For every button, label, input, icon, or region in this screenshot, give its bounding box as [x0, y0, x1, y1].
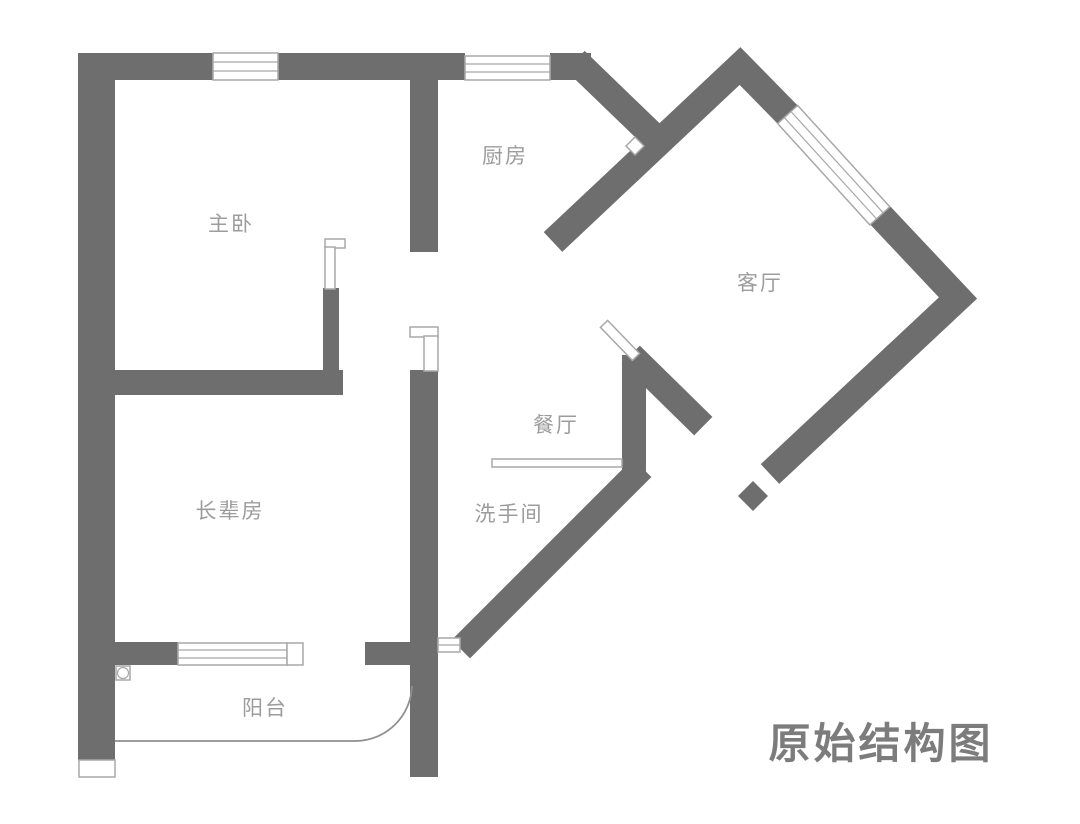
door-frames — [115, 135, 646, 681]
dining-counter-line — [491, 458, 623, 468]
elder-room-bottom-wall-left — [115, 642, 178, 665]
bathroom-diagonal-wall — [451, 458, 652, 659]
living-room-window — [776, 104, 891, 226]
master-bedroom-window — [212, 52, 279, 81]
entry-diagonal-wall — [565, 50, 663, 146]
master-bedroom-right-wall — [323, 288, 339, 372]
master-bedroom-bottom-wall — [115, 370, 343, 395]
room-label-bathroom: 洗手间 — [475, 502, 544, 526]
dining-living-divider-arm — [621, 345, 713, 436]
living-room-wall-end-stub — [738, 481, 768, 511]
room-label-balcony: 阳台 — [242, 696, 288, 720]
central-vertical-wall — [410, 370, 438, 777]
elder-room-bottom-wall-right — [365, 642, 412, 665]
plan-title: 原始结构图 — [768, 719, 993, 768]
left-wall-end-notch — [78, 759, 116, 778]
windows — [212, 52, 891, 226]
room-label-dining-room: 餐厅 — [533, 413, 579, 437]
dining-door-leaf — [599, 319, 641, 362]
balcony-door-pivot-icon — [115, 665, 131, 681]
elder-room-window-end-box — [286, 642, 304, 666]
room-label-master-bedroom: 主卧 — [208, 212, 254, 236]
interior-walls — [115, 78, 713, 777]
room-label-elder-room: 长辈房 — [196, 499, 265, 523]
balcony-door-swing-arc — [354, 685, 413, 742]
kitchen-door-pivot-icon — [624, 135, 646, 157]
master-bedroom-door-jamb — [324, 238, 346, 290]
elder-room-window — [177, 642, 304, 666]
kitchen-window — [464, 55, 551, 81]
top-wall-segment-middle — [278, 53, 465, 80]
kitchen-door-jamb — [409, 326, 439, 372]
exterior-walls — [78, 47, 978, 760]
balcony-features — [78, 685, 413, 778]
kitchen-left-wall — [410, 78, 438, 252]
bathroom-small-window — [437, 637, 461, 653]
room-labels: 主卧 厨房 客厅 餐厅 洗手间 长辈房 阳台 — [196, 144, 783, 720]
living-room-right-wall — [760, 203, 978, 484]
left-exterior-wall — [78, 53, 115, 760]
room-label-kitchen: 厨房 — [482, 144, 528, 168]
room-label-living-room: 客厅 — [737, 271, 783, 295]
living-room-upper-left-wall — [543, 47, 799, 252]
